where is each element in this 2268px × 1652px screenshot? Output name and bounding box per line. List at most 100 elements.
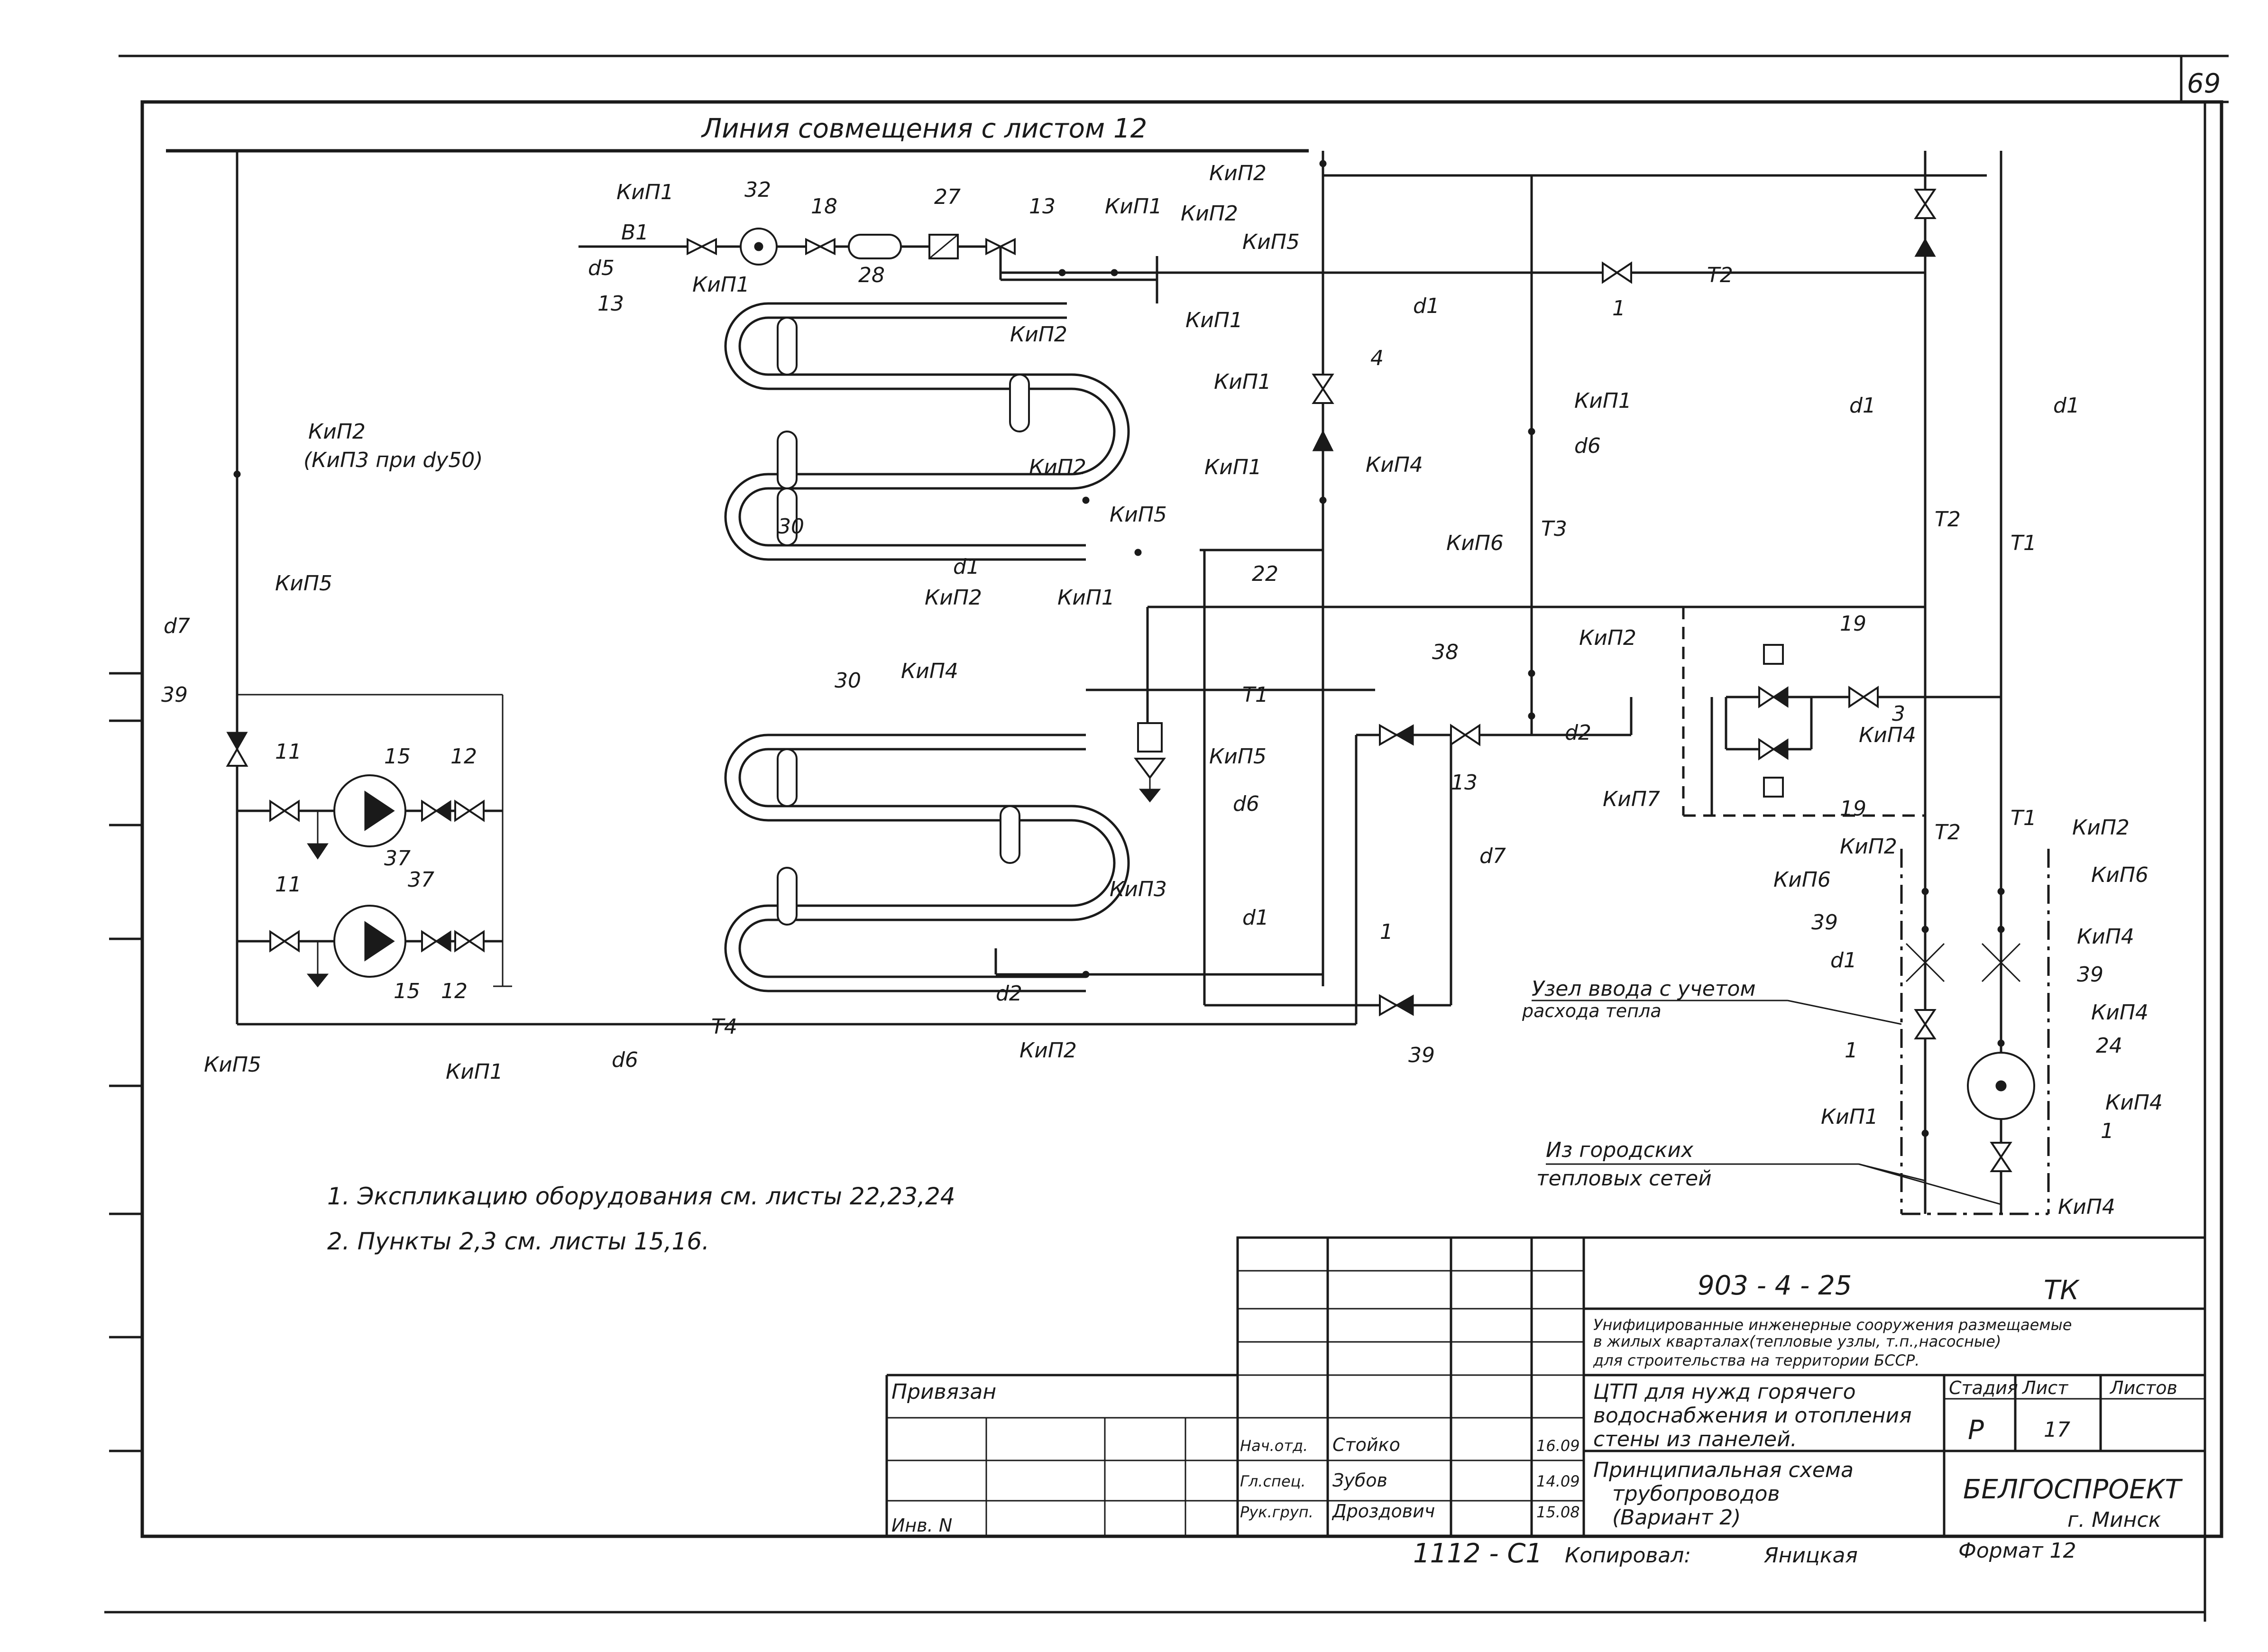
sheet-frame: 69: [104, 55, 2229, 1622]
kip2-label: КиП2: [925, 586, 982, 610]
inlet-node-label-2: расхода тепла: [1522, 1000, 1662, 1021]
bound-label: Привязан: [891, 1380, 996, 1404]
sheet-title-1: Принципиальная схема: [1593, 1458, 1854, 1482]
sheet-title-3: (Вариант 2): [1612, 1505, 1741, 1530]
pos-30: 30: [778, 514, 804, 539]
project-title-1: Унифицированные инженерные сооружения ра…: [1593, 1316, 2072, 1334]
pipe-t3: Т3: [1541, 517, 1567, 541]
pos-1: 1: [2101, 1119, 2114, 1143]
kip6-label: КиП6: [2091, 863, 2149, 887]
pipe-t1-low: Т1: [2011, 806, 2037, 830]
kip5-label: КиП5: [204, 1053, 261, 1077]
pos-38: 39: [1408, 1043, 1435, 1067]
kip1-label: КиП1: [1204, 455, 1262, 479]
pos-27: 28: [858, 263, 885, 287]
object-line-2: водоснабжения и отопления: [1593, 1404, 1912, 1428]
pipe-t2-mid: Т2: [1935, 507, 1961, 532]
sheet-no-value: 17: [2044, 1418, 2070, 1442]
kip2-label: КиП2: [308, 420, 366, 444]
footer-code: 1112 - С1: [1413, 1538, 1543, 1569]
pos-12: 12: [441, 979, 468, 1003]
pos-38: 39: [161, 683, 188, 707]
pos-37: 38: [1432, 640, 1459, 664]
pos-11: 11: [275, 740, 302, 764]
sheet-number: 69: [2187, 68, 2221, 99]
kip6-label: КиП6: [1446, 531, 1504, 555]
pipe-d7-left: d7: [164, 614, 190, 638]
kip1-label: КиП1: [1214, 370, 1271, 394]
kip1-label: КиП1: [1821, 1105, 1878, 1129]
kip2-label: КиП2: [2072, 816, 2130, 840]
pipe-t2-top: Т2: [1707, 263, 1733, 287]
pos-39: 39: [2077, 963, 2103, 987]
pipe-t2-low: Т2: [1935, 820, 1961, 844]
kip2-label: КиП2: [1209, 161, 1267, 185]
kip6-label: КиП6: [1773, 868, 1831, 892]
kip2-label: КиП2: [1579, 626, 1636, 650]
project-code: 903 - 4 - 25: [1698, 1270, 1852, 1301]
pipe-d7-low: d7: [1479, 844, 1506, 868]
stage-value: Р: [1968, 1415, 1984, 1446]
heat-exchanger-upper: [724, 302, 1130, 561]
pipe-d2-mid: d2: [1565, 721, 1591, 745]
kip2-label: КиП2: [1019, 1038, 1077, 1063]
kip4-label: КиП4: [2105, 1091, 2163, 1115]
pipe-d6-low: d6: [1233, 792, 1259, 816]
kip1-label: КиП1: [692, 273, 750, 297]
piping: [236, 151, 2050, 1215]
pos-39: 39: [1811, 910, 1838, 935]
valves: [226, 189, 2012, 1172]
project-title-3: для строительства на территории БССР.: [1593, 1351, 1919, 1369]
pos-11: 11: [275, 872, 302, 897]
kip1-label: КиП1: [1057, 586, 1115, 610]
pos-19: 19: [1840, 612, 1866, 636]
sig-name-2: Зубов: [1332, 1470, 1387, 1491]
pipe-d1-right: d1: [1849, 394, 1876, 418]
city-network-label-2: тепловых сетей: [1536, 1166, 1712, 1191]
kip2-label: КиП2: [1029, 455, 1086, 479]
pos-25: 27: [934, 185, 961, 209]
pos-24: 24: [2096, 1034, 2122, 1058]
pos-32: 37: [408, 868, 434, 892]
match-line: Линия совмещения с листом 12: [166, 113, 1309, 153]
pipe-d1-right2: d1: [2053, 394, 2080, 418]
org-city: г. Минск: [2067, 1508, 2161, 1532]
object-line-3: стены из панелей.: [1593, 1427, 1797, 1451]
pipe-t1-header: Т1: [1242, 683, 1268, 707]
sig-role-1: Нач.отд.: [1240, 1437, 1308, 1455]
pos-13: 13: [1029, 194, 1056, 219]
sig-date-3: 15.08: [1536, 1503, 1580, 1521]
kip1-label: КиП1: [616, 180, 674, 204]
stage-header: Стадия: [1949, 1377, 2018, 1398]
city-network-label: Из городских: [1546, 1138, 1694, 1162]
pipe-d1-top: d1: [1413, 294, 1440, 318]
heat-exchanger-lower: [724, 734, 1130, 992]
kip5-label: КиП5: [1209, 744, 1267, 769]
kip4-label: КиП4: [901, 659, 958, 683]
inlet-node-label: Узел ввода с учетом: [1532, 977, 1756, 1001]
notes: 1. Экспликацию оборудования см. листы 22…: [327, 1183, 955, 1255]
pos-1: 1: [1612, 296, 1625, 321]
copied-name: Яницкая: [1763, 1543, 1858, 1568]
pos-32: 37: [384, 846, 411, 871]
pos-19: 19: [1840, 797, 1866, 821]
position-numbers: 32 18 27 13 28 13 1 4 30 22 30 38 13 1 3…: [161, 178, 2122, 1143]
kip5-label: КиП5: [1242, 230, 1300, 254]
mark: ТК: [2044, 1275, 2080, 1306]
org-name: БЕЛГОСПРОЕКТ: [1963, 1474, 2183, 1505]
kip1-label: КиП1: [446, 1060, 503, 1084]
copied-label: Копировал:: [1565, 1543, 1691, 1568]
pos-13: 13: [1451, 771, 1478, 795]
kip3-label: КиП3: [1110, 877, 1167, 901]
inv-label: Инв. N: [891, 1515, 952, 1536]
note-2: 2. Пункты 2,3 см. листы 15,16.: [327, 1228, 709, 1255]
format-label: Формат 12: [1958, 1539, 2076, 1563]
note-1: 1. Экспликацию оборудования см. листы 22…: [327, 1183, 955, 1210]
object-line-1: ЦТП для нужд горячего: [1593, 1380, 1856, 1404]
kip1-label: КиП1: [1185, 308, 1243, 332]
kip2-label: КиП2: [1181, 202, 1238, 226]
pos-12: 12: [450, 744, 477, 769]
pipe-d1-inlet: d1: [1830, 948, 1857, 973]
match-line-label: Линия совмещения с листом 12: [701, 113, 1147, 144]
kip7-label: КиП7: [1603, 787, 1660, 811]
